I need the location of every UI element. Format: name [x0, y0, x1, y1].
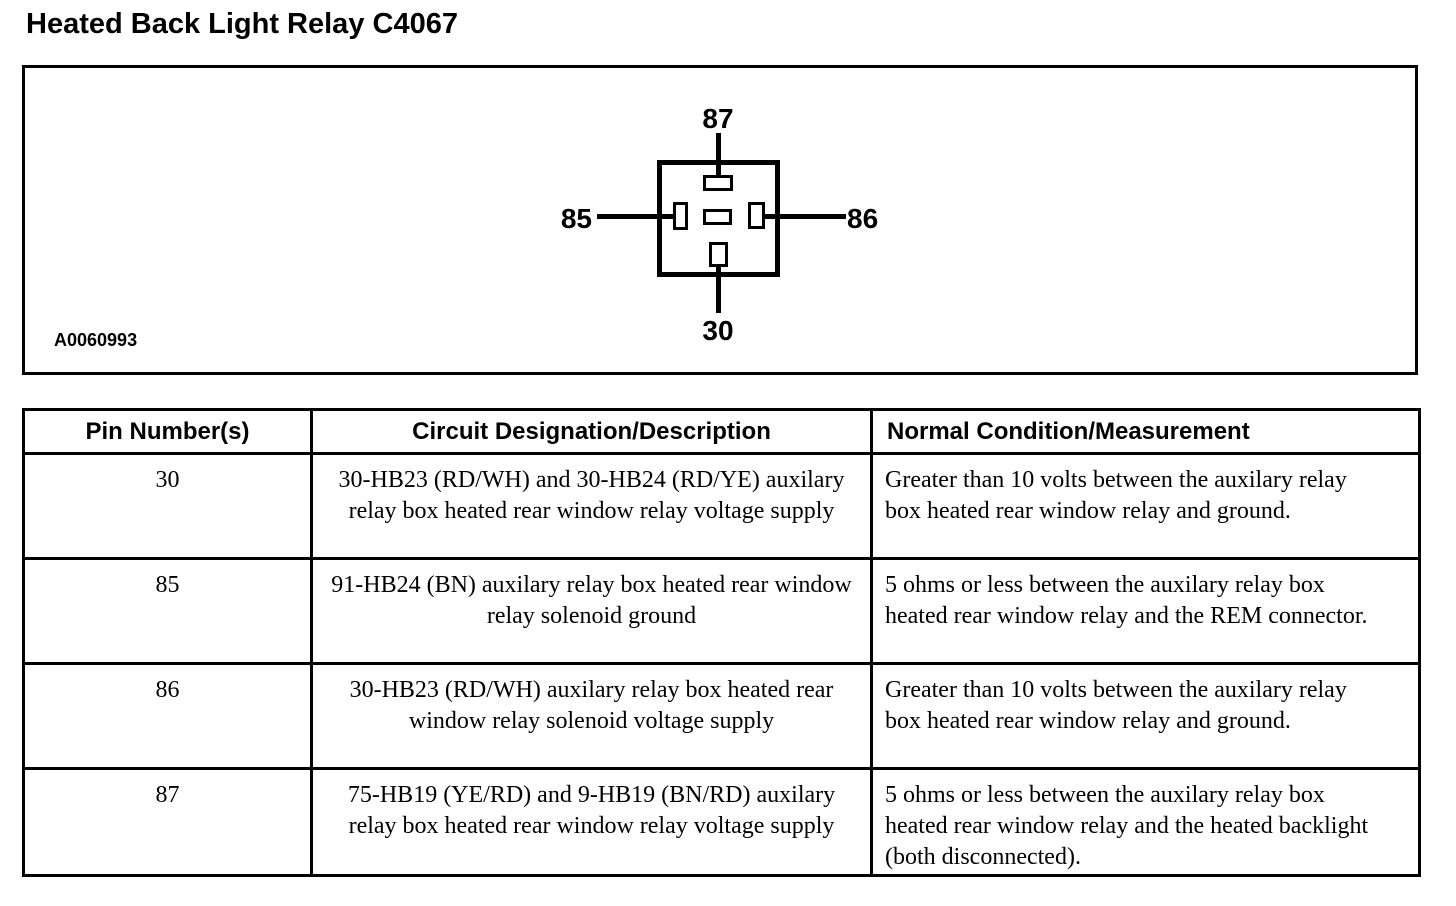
circuit-description-cell: 75-HB19 (YE/RD) and 9-HB19 (BN/RD) auxil… — [310, 767, 873, 877]
pin-lead-line-30 — [716, 265, 721, 313]
pin-number-cell: 30 — [22, 452, 313, 560]
pin-slot-86-icon — [748, 202, 765, 229]
table-row: 30 30-HB23 (RD/WH) and 30-HB24 (RD/YE) a… — [22, 452, 1421, 560]
circuit-description-cell: 30-HB23 (RD/WH) and 30-HB24 (RD/YE) auxi… — [310, 452, 873, 560]
pin-number-cell: 86 — [22, 662, 313, 770]
pin-slot-87-icon — [703, 175, 733, 191]
pin-lead-line-86 — [765, 214, 846, 219]
figure-code: A0060993 — [54, 330, 138, 350]
normal-condition-cell: 5 ohms or less between the auxilary rela… — [870, 767, 1421, 877]
table-row: 87 75-HB19 (YE/RD) and 9-HB19 (BN/RD) au… — [22, 767, 1421, 877]
header-pin-numbers: Pin Number(s) — [22, 408, 313, 455]
header-circuit-designation: Circuit Designation/Description — [310, 408, 873, 455]
pin-number-cell: 85 — [22, 557, 313, 665]
circuit-description-cell: 91-HB24 (BN) auxilary relay box heated r… — [310, 557, 873, 665]
pin-table: Pin Number(s) Circuit Designation/Descri… — [22, 408, 1421, 877]
pin-lead-line-85 — [597, 214, 673, 219]
relay-connector-outline — [657, 160, 780, 277]
pin-slot-center-icon — [703, 209, 732, 225]
normal-condition-cell: Greater than 10 volts between the auxila… — [870, 662, 1421, 770]
page-title: Heated Back Light Relay C4067 — [26, 8, 458, 40]
relay-figure: 87 85 86 30 A0060993 — [22, 65, 1418, 375]
pin-slot-85-icon — [673, 202, 688, 230]
table-header-row: Pin Number(s) Circuit Designation/Descri… — [22, 408, 1421, 455]
header-normal-condition: Normal Condition/Measurement — [870, 408, 1421, 455]
pin-number-cell: 87 — [22, 767, 313, 877]
pin-slot-30-icon — [709, 242, 728, 267]
pin-label-86: 86 — [847, 203, 879, 234]
pin-label-87: 87 — [702, 103, 734, 134]
pin-lead-line-87 — [716, 133, 721, 175]
normal-condition-cell: Greater than 10 volts between the auxila… — [870, 452, 1421, 560]
table-row: 86 30-HB23 (RD/WH) auxilary relay box he… — [22, 662, 1421, 770]
pin-label-85: 85 — [560, 203, 592, 234]
table-row: 85 91-HB24 (BN) auxilary relay box heate… — [22, 557, 1421, 665]
circuit-description-cell: 30-HB23 (RD/WH) auxilary relay box heate… — [310, 662, 873, 770]
pin-label-30: 30 — [702, 315, 734, 346]
normal-condition-cell: 5 ohms or less between the auxilary rela… — [870, 557, 1421, 665]
